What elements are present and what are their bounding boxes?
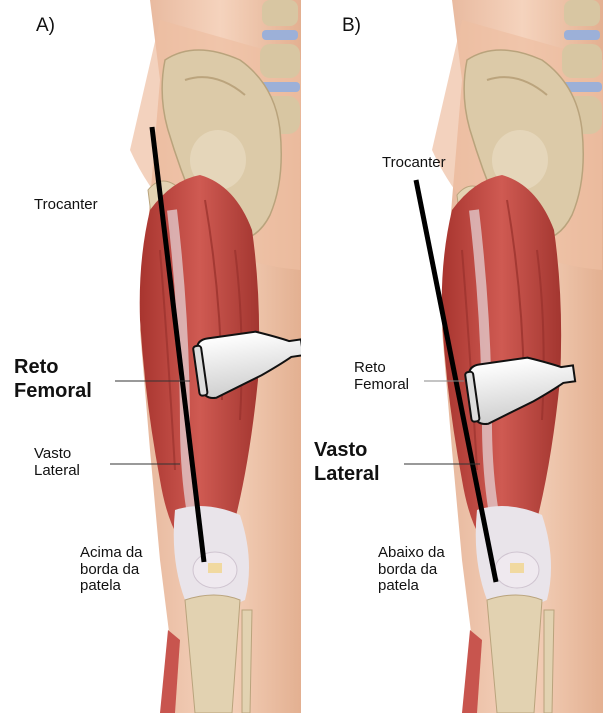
tibia <box>185 595 240 713</box>
panel-label: A) <box>36 16 55 37</box>
landmark-label: Acima da borda da patela <box>80 545 143 595</box>
fibula <box>544 610 554 713</box>
fibula <box>242 610 252 713</box>
panel-b: B) Trocanter Reto Femoral Vasto Lateral … <box>302 0 603 713</box>
tibia <box>487 595 542 713</box>
trochanter-label: Trocanter <box>382 155 446 172</box>
thigh-anatomy-illustration-b <box>302 0 603 713</box>
vastus-lateralis-label: Vasto Lateral <box>314 438 380 486</box>
panel-label: B) <box>342 16 361 37</box>
panel-a: A) Trocanter Reto Femoral Vasto Lateral … <box>0 0 301 713</box>
rectus-femoris-label: Reto Femoral <box>354 360 409 393</box>
trochanter-label: Trocanter <box>34 197 98 214</box>
vastus-lateralis-label: Vasto Lateral <box>34 446 80 479</box>
rectus-femoris-label: Reto Femoral <box>14 355 92 403</box>
landmark-label: Abaixo da borda da patela <box>378 545 445 595</box>
